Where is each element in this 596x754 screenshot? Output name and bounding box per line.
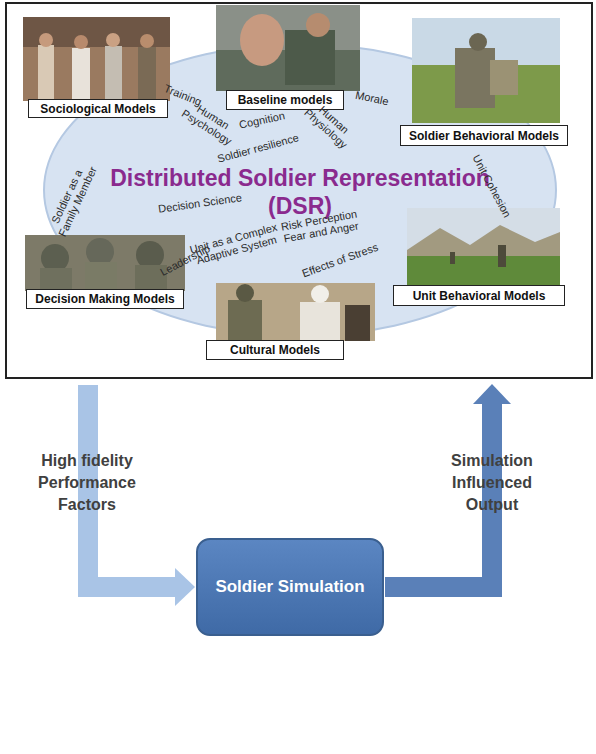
flow-label: High fidelity Performance Factors xyxy=(22,450,152,516)
model-label-box: Soldier Behavioral Models xyxy=(400,125,568,146)
model-label-box: Cultural Models xyxy=(206,340,344,360)
soldier-behavioral-photo xyxy=(412,18,560,123)
arrow-head xyxy=(175,568,195,606)
model-label-box: Decision Making Models xyxy=(26,289,184,309)
model-label-box: Sociological Models xyxy=(28,99,168,118)
flow-label: Simulation Influenced Output xyxy=(432,450,552,516)
dsr-title: Distributed Soldier Representation (DSR) xyxy=(85,164,515,220)
decision-making-photo xyxy=(25,235,185,291)
node-text: Soldier Behavioral Models xyxy=(409,129,559,143)
unit-behavioral-photo xyxy=(407,208,560,286)
node-text: Soldier Simulation xyxy=(215,577,364,597)
dsr-frame: Distributed Soldier Representation (DSR)… xyxy=(5,2,593,379)
node-text: Cultural Models xyxy=(230,343,320,357)
cultural-photo xyxy=(216,283,375,341)
baseline-photo xyxy=(216,5,360,91)
node-text: Unit Behavioral Models xyxy=(413,289,546,303)
node-text: Sociological Models xyxy=(40,102,155,116)
arrow-shaft xyxy=(385,403,492,587)
model-label-box: Unit Behavioral Models xyxy=(393,285,565,306)
simulation-box: Soldier Simulation xyxy=(196,538,384,636)
sociological-photo xyxy=(23,17,170,101)
arrow-head xyxy=(473,384,511,404)
block-arrow xyxy=(88,385,195,606)
node-text: Decision Making Models xyxy=(35,292,174,306)
